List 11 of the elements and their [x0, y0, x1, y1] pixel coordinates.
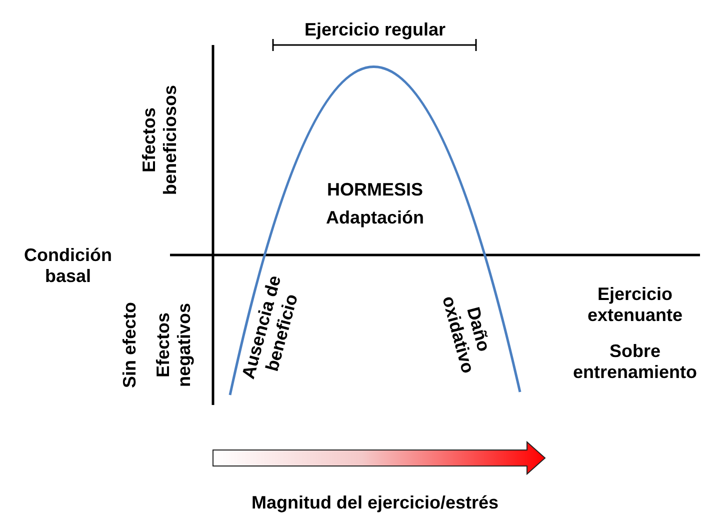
curve-label: Adaptación: [324, 208, 425, 228]
axis-label: Efectos negativos: [153, 302, 195, 390]
axis-label: Sin efecto: [120, 300, 140, 390]
region-label: Sobre entrenamiento: [572, 341, 698, 383]
curve-label: Daño oxidativo: [437, 292, 496, 378]
bracket-label: Ejercicio regular: [303, 20, 447, 40]
axis-label: Efectos beneficiosos: [139, 84, 181, 198]
axis-label: Condición basal: [23, 245, 113, 287]
region-label: Ejercicio extenuante: [586, 284, 684, 326]
axis-title: Magnitud del ejercicio/estrés: [250, 492, 500, 514]
curve-label: HORMESIS: [326, 180, 424, 200]
